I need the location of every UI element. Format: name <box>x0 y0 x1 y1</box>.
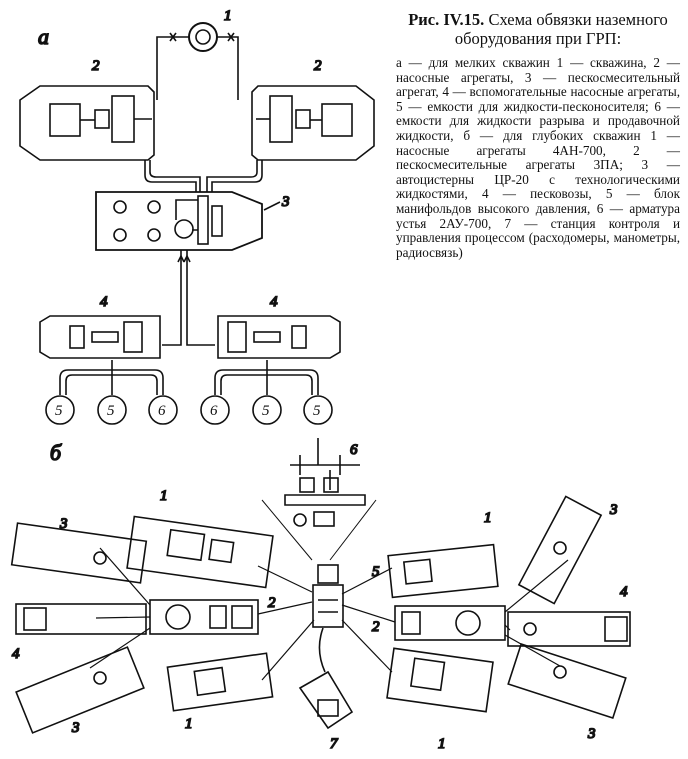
station-link <box>318 627 326 673</box>
panel-a-label: а <box>38 24 49 49</box>
sand-label-right: 4 <box>620 584 628 600</box>
tanker-connections <box>89 547 569 669</box>
tanker-label-4: 3 <box>587 726 596 742</box>
flow-arrows <box>177 254 191 263</box>
blender-left <box>149 599 259 635</box>
caption-title-prefix: Рис. IV.15. <box>408 10 485 29</box>
tank-label-5: 5 <box>262 403 270 419</box>
sand-truck-left <box>15 603 147 635</box>
pump-truck-lower-left <box>166 652 274 712</box>
caption-body: а — для мелких скважин 1 — скважина, 2 —… <box>396 55 680 260</box>
well-valves <box>169 32 235 42</box>
tank-label-3: 6 <box>158 403 166 419</box>
pump-truck-upper-left <box>126 515 274 589</box>
station-label: 7 <box>330 736 339 752</box>
tanker-lower-right <box>507 643 627 719</box>
control-station <box>298 670 354 730</box>
pump-unit-left <box>19 85 155 161</box>
blender-label-left: 2 <box>268 595 276 611</box>
aux-left-label: 4 <box>100 294 108 310</box>
aux-right-label: 4 <box>270 294 278 310</box>
pump-truck-lower-right <box>386 647 494 713</box>
tank-label-6: 5 <box>313 403 321 419</box>
caption-title-text: Схема обвязки наземного оборудования при… <box>454 10 668 48</box>
blender-label: 3 <box>281 194 290 210</box>
hose-right-to-blender <box>206 160 263 192</box>
tank-label-1: 5 <box>55 403 63 419</box>
tanker-label-2: 3 <box>71 720 80 736</box>
tank-label-4: 6 <box>210 403 218 419</box>
sand-label-left: 4 <box>12 646 20 662</box>
manifold-block <box>312 564 344 628</box>
panel-b-label: б <box>50 440 62 465</box>
well-symbol <box>188 22 218 52</box>
pump-unit-right <box>251 85 375 161</box>
sand-truck-right <box>507 611 631 647</box>
blender-right <box>394 605 506 641</box>
tanker-upper-left <box>10 522 148 584</box>
aux-pump-right <box>217 315 341 359</box>
caption-title: Рис. IV.15. Схема обвязки наземного обор… <box>396 10 680 48</box>
tanker-lower-left <box>15 646 145 734</box>
well-label: 1 <box>224 8 232 24</box>
blender-leader <box>263 201 281 211</box>
pump-left-label: 2 <box>92 58 100 74</box>
wellhead-guide-lines <box>261 499 377 561</box>
tank-labels: 5 5 6 6 5 5 <box>55 403 321 419</box>
pump-label-3: 1 <box>484 510 492 526</box>
pump-right-label: 2 <box>314 58 322 74</box>
aux-pump-left <box>39 315 161 359</box>
blender-unit <box>95 191 263 251</box>
pump-label-1: 1 <box>160 488 168 504</box>
tanker-label-3: 3 <box>609 502 618 518</box>
pump-truck-upper-right <box>387 543 499 599</box>
pump-label-2: 1 <box>185 716 193 732</box>
tanker-label-1: 3 <box>59 516 68 532</box>
manifold-connections <box>257 565 396 681</box>
hose-left-tanks <box>59 360 164 395</box>
blender-feed-lines <box>162 250 215 346</box>
figure-caption: Рис. IV.15. Схема обвязки наземного обор… <box>396 10 680 260</box>
tank-circles <box>45 395 333 425</box>
wellhead-label: 6 <box>350 442 358 458</box>
wellhead-assembly <box>284 438 366 527</box>
hose-right-tanks <box>214 360 319 395</box>
tanker-upper-right <box>517 495 603 605</box>
hose-left-to-blender <box>144 160 201 192</box>
manifold-label: 5 <box>372 564 380 580</box>
tank-label-2: 5 <box>107 403 115 419</box>
blender-label-right: 2 <box>372 619 380 635</box>
well-feed-line <box>156 36 239 100</box>
pump-label-4: 1 <box>438 736 446 752</box>
